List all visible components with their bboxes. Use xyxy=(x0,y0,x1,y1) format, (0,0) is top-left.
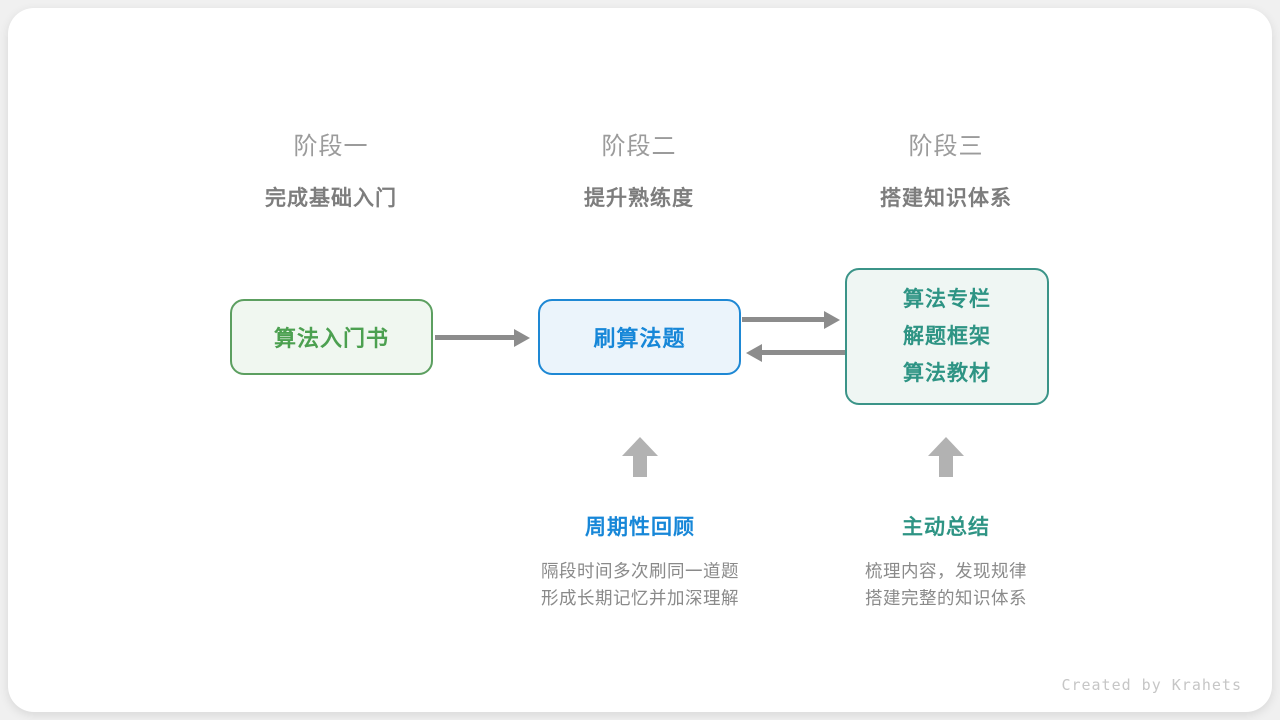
node-practice-label: 刷算法题 xyxy=(593,326,686,351)
callout-summary-desc: 梳理内容，发现规律 搭建完整的知识体系 xyxy=(766,558,1126,612)
stage-header-1: 阶段一 完成基础入门 xyxy=(171,126,491,212)
up-arrow-review-icon xyxy=(622,437,658,477)
stage-header-2: 阶段二 提升熟练度 xyxy=(479,126,799,212)
stage-1-title: 阶段一 xyxy=(293,133,369,160)
callout-summary-title: 主动总结 xyxy=(902,516,990,539)
node-resources: 算法专栏 解题框架 算法教材 xyxy=(845,268,1049,405)
stage-1-subtitle: 完成基础入门 xyxy=(265,187,397,210)
node-resources-line-1: 算法专栏 xyxy=(903,288,991,311)
stage-3-title: 阶段三 xyxy=(908,133,984,160)
node-resources-line-2: 解题框架 xyxy=(903,325,991,348)
node-intro-book-label: 算法入门书 xyxy=(273,326,389,351)
callout-review-desc-line-2: 形成长期记忆并加深理解 xyxy=(541,588,739,608)
arrow-intro-to-practice-head xyxy=(514,328,530,347)
callout-summary-desc-line-2: 搭建完整的知识体系 xyxy=(865,588,1027,608)
arrow-resources-to-practice-shaft xyxy=(760,350,845,355)
stage-header-3: 阶段三 搭建知识体系 xyxy=(786,126,1106,212)
node-resources-line-3: 算法教材 xyxy=(903,362,991,385)
callout-review-desc-line-1: 隔段时间多次刷同一道题 xyxy=(541,561,739,581)
callout-review-desc: 隔段时间多次刷同一道题 形成长期记忆并加深理解 xyxy=(460,558,820,612)
arrow-intro-to-practice-shaft xyxy=(435,335,516,340)
stage-2-title: 阶段二 xyxy=(601,133,677,160)
up-arrow-summary-icon xyxy=(928,437,964,477)
credit-text: Created by Krahets xyxy=(1061,676,1242,694)
node-practice: 刷算法题 xyxy=(538,299,741,375)
arrow-resources-to-practice-head xyxy=(746,343,762,362)
callout-review-title: 周期性回顾 xyxy=(585,516,695,539)
stage-3-subtitle: 搭建知识体系 xyxy=(880,187,1012,210)
arrow-practice-to-resources-head xyxy=(824,310,840,329)
stage-2-subtitle: 提升熟练度 xyxy=(584,187,694,210)
arrow-practice-to-resources-shaft xyxy=(742,317,826,322)
callout-summary-desc-line-1: 梳理内容，发现规律 xyxy=(865,561,1027,581)
node-intro-book: 算法入门书 xyxy=(230,299,433,375)
